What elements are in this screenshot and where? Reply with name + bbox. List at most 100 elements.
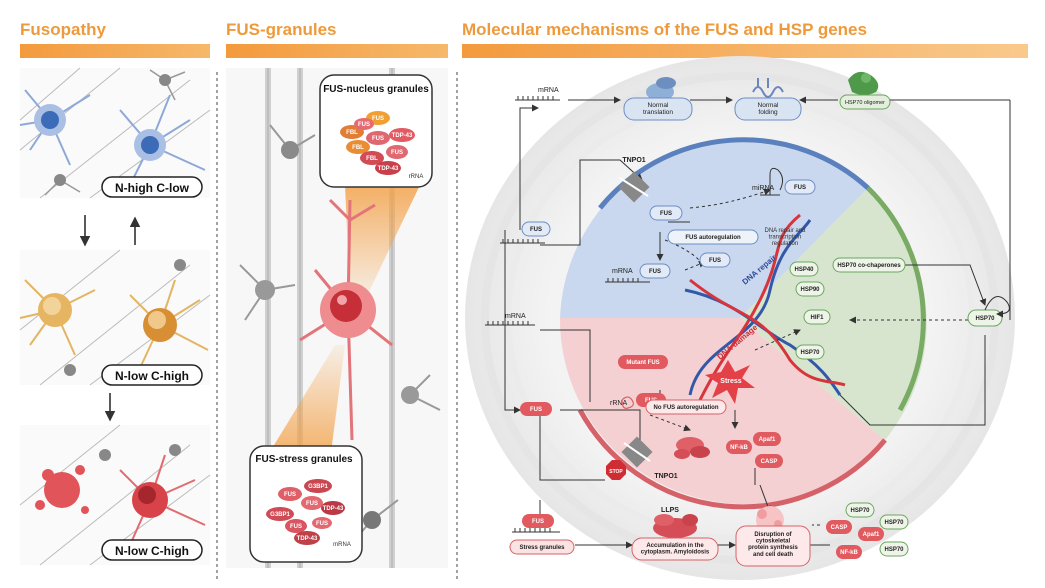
casp-pill — [755, 454, 783, 468]
state-label-1: N-high C-low — [101, 176, 203, 198]
mrna-strand-left — [485, 321, 535, 326]
stop-sign: STOP — [606, 460, 626, 480]
stress-star — [705, 360, 755, 404]
grey-neuron — [363, 511, 381, 529]
cytoplasm-aggregate — [653, 514, 698, 538]
hsp40-label: HSP40 — [794, 267, 814, 273]
header-fusopathy: Fusopathy — [20, 20, 106, 39]
neuron-panel-2 — [19, 249, 211, 386]
label-line: protein synthesis — [748, 545, 798, 551]
hif1-label: HIF1 — [810, 315, 824, 321]
rrna-label: rRNA — [610, 400, 627, 407]
mutant-fus-pill — [618, 355, 668, 369]
hsp70-oligomer-label: HSP70 oligomer — [845, 100, 885, 106]
nf-kb-bottom-label: NF-kB — [840, 550, 858, 556]
hsp70-oligomer-icon — [848, 71, 879, 95]
stress-protein-6: TDP-43 — [297, 536, 318, 542]
mirna-label: miRNA — [752, 185, 774, 192]
header-fus-granules: FUS-granules — [226, 20, 337, 39]
fus-label-dna: FUS — [709, 258, 721, 264]
casp-bottom-pill — [826, 520, 852, 534]
fus-label-red-cytoplasm: FUS — [530, 407, 542, 413]
hsp90-label: HSP90 — [800, 287, 820, 293]
apaf1-bottom-label: Apaf1 — [863, 532, 880, 538]
fus-granules-panel: FUS-nucleus granules FBL FUS FBL TDP-43 … — [226, 68, 448, 568]
hsp70-bottom-pill-2 — [879, 514, 909, 530]
nucleus-protein-4: FUS — [372, 136, 384, 142]
casp-label: CASP — [761, 459, 778, 465]
fusopathy-panel: N-high C-low N-low C-high — [19, 67, 211, 566]
grey-neuron — [401, 386, 419, 404]
stress-protein-2: G3BP1 — [270, 512, 290, 518]
fus-aggregate-nucleus — [674, 437, 710, 459]
nucleus-protein-8: FUS — [358, 122, 370, 128]
red-neuron-nucleolus — [337, 295, 347, 305]
grey-neuron — [281, 141, 299, 159]
label-line: transcription — [769, 235, 802, 241]
hsp70-bottom-pill-3 — [879, 541, 909, 557]
state-text-2: N-low C-high — [115, 369, 189, 383]
header-bar-molecular — [462, 44, 1028, 58]
nf-kb-label: NF-kB — [730, 445, 748, 451]
nucleus-sector-blue — [560, 140, 740, 318]
state-label-2: N-low C-high — [101, 364, 203, 386]
nucleus-sector-green — [740, 188, 927, 440]
label-line: translation — [643, 109, 673, 116]
fus-label-nucleus: FUS — [660, 211, 672, 217]
stress-label: Stress — [720, 378, 742, 385]
apaf1-pill — [753, 432, 781, 446]
stress-protein-7: FUS — [316, 521, 328, 527]
ribosome-icon — [646, 77, 676, 101]
mirna-hairpin — [760, 167, 784, 196]
nucleus-protein-5: FBL — [366, 156, 378, 162]
hsp70-bottom-label-1: HSP70 — [850, 508, 870, 514]
nucleus-protein-6: FUS — [391, 150, 403, 156]
hif1-pill — [803, 309, 831, 325]
hsp70-self-loop — [984, 296, 1010, 318]
stress-protein-5: FUS — [290, 524, 302, 530]
tnpo1-top-label: TNPO1 — [622, 157, 645, 164]
no-fus-autoregulation-box: No FUS autoregulation — [645, 399, 727, 415]
fus-pill-red-cytoplasm — [520, 402, 552, 416]
fus-pill-dna — [699, 252, 731, 268]
fus-stress-granules-callout: FUS-stress granules FUS G3BP1 G3BP1 FUS … — [249, 445, 363, 563]
fus-label-cytoplasm: FUS — [530, 227, 542, 233]
hsp70-bottom-label-2: HSP70 — [884, 520, 904, 526]
apaf1-label: Apaf1 — [759, 437, 776, 443]
mrna-mid-label: mRNA — [612, 268, 633, 275]
fus-nucleus-granules-callout: FUS-nucleus granules FBL FUS FBL TDP-43 … — [319, 74, 433, 188]
stress-mrna-label: mRNA — [333, 542, 351, 548]
mutant-fus-label: Mutant FUS — [626, 360, 659, 366]
label-line: folding — [758, 109, 778, 116]
no-fus-autoregulation-label: No FUS autoregulation — [654, 405, 719, 411]
hsp70-cochaperones-label: HSP70 co-chaperones — [837, 263, 901, 269]
hsp70-nucleus-label: HSP70 — [800, 350, 820, 356]
tnpo1-bottom-transporter: TNPO1 — [621, 436, 678, 480]
folding-protein-icon — [752, 78, 784, 98]
fus-label-mirna: FUS — [794, 185, 806, 191]
hsp90-pill — [795, 281, 825, 297]
fus-label-stress: FUS — [532, 519, 544, 525]
fus-label-mrna: FUS — [649, 269, 661, 275]
stop-label: STOP — [609, 469, 623, 475]
fus-pill-mrna — [639, 263, 671, 279]
nf-kb-bottom-pill — [836, 545, 862, 559]
nucleus-granules-title: FUS-nucleus granules — [323, 84, 429, 95]
label-line: cytoskeletal — [756, 539, 791, 545]
grey-neuron — [255, 280, 275, 300]
header-molecular-mechanisms: Molecular mechanisms of the FUS and HSP … — [462, 20, 867, 39]
stress-protein-4: TDP-43 — [323, 506, 344, 512]
pill-hsp70-oligomer: HSP70 oligomer — [839, 94, 891, 110]
casp-bottom-label: CASP — [831, 525, 848, 531]
label-line: regulation — [772, 241, 798, 247]
nucleus-rrna-label: rRNA — [409, 174, 424, 180]
